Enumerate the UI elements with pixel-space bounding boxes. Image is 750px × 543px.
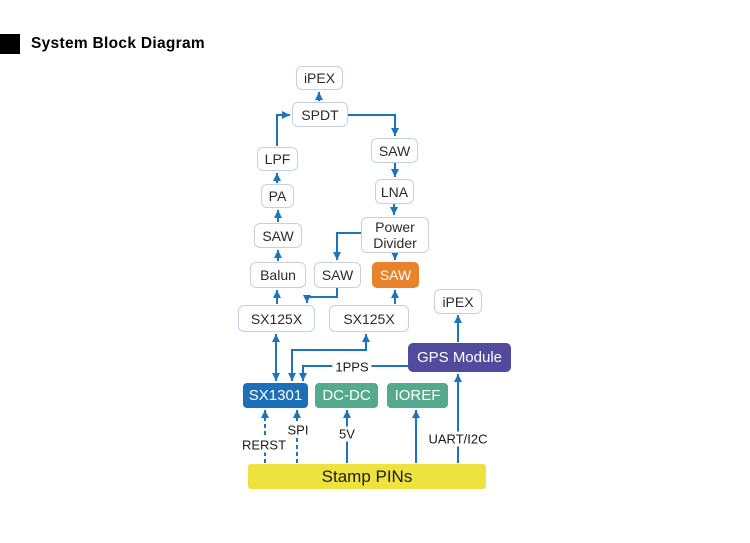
block-saw-tx: SAW <box>254 223 302 248</box>
block-ipex-gps-antenna: iPEX <box>434 289 482 314</box>
signal-label-5v: 5V <box>336 426 358 442</box>
signal-label-spi: SPI <box>284 422 312 438</box>
block-gps-module: GPS Module <box>408 343 511 372</box>
block-lna: LNA <box>375 179 414 204</box>
block-saw-rx-mid: SAW <box>314 262 361 288</box>
edge-spdt-to-saw-rx <box>348 114 399 136</box>
block-saw-orange: SAW <box>372 262 419 288</box>
power-divider-line1: Power <box>375 219 415 235</box>
block-power-divider: Power Divider <box>361 217 429 253</box>
edge-power-divider-to-saw-mid <box>333 232 361 260</box>
edge-sx1301-sx125xr-bidir <box>288 334 370 381</box>
block-sx1301: SX1301 <box>243 383 308 408</box>
block-spdt-switch: SPDT <box>292 102 348 127</box>
signal-label-rerst: RERST <box>238 437 290 453</box>
edge-lpf-to-spdt <box>276 111 290 146</box>
power-divider-line2: Divider <box>373 235 417 251</box>
signal-label-1pps: 1PPS <box>332 359 372 375</box>
block-ioref: IOREF <box>387 383 448 408</box>
block-ipex-antenna-top: iPEX <box>296 66 343 90</box>
block-sx125x-right: SX125X <box>329 305 409 332</box>
title-bullet-square <box>0 34 20 54</box>
block-dcdc: DC-DC <box>315 383 378 408</box>
page-title-row: System Block Diagram <box>0 34 205 54</box>
page-title: System Block Diagram <box>31 35 205 52</box>
block-lpf: LPF <box>257 147 298 171</box>
block-pa: PA <box>261 184 294 208</box>
signal-label-uart-i2c: UART/I2C <box>425 431 491 447</box>
edge-saw-mid-to-sx125xl <box>303 288 338 303</box>
block-saw-rx-top: SAW <box>371 138 418 163</box>
block-sx125x-left: SX125X <box>238 305 315 332</box>
edge-gps-1pps-to-sx1301 <box>299 365 408 381</box>
block-balun: Balun <box>250 262 306 288</box>
block-stamp-pins: Stamp PINs <box>248 464 486 489</box>
